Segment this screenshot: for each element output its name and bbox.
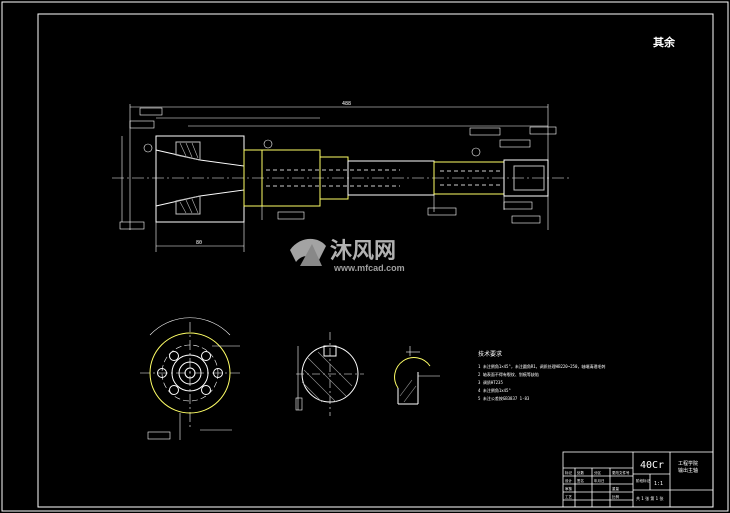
tolerance-frame-2 <box>129 120 155 129</box>
tolerance-frame-1 <box>139 107 163 116</box>
tb-cell-7: 重量 <box>612 486 620 491</box>
shaft-main-view <box>112 104 570 252</box>
tb-sheet: 共 1 张 第 1 张 <box>636 495 663 501</box>
tech-item-3: 3 调质HT235 <box>478 379 503 385</box>
hatch-5 <box>185 199 193 214</box>
tech-heading: 技术要求 <box>478 350 502 358</box>
hatch-4 <box>179 201 187 214</box>
bolt-hole-1 <box>169 351 179 361</box>
hatch-3 <box>191 142 199 159</box>
tb-row-3: 审核 <box>565 486 573 491</box>
dim-80-label: 80 <box>196 240 202 246</box>
watermark-logo-icon <box>290 238 326 266</box>
tech-requirements: 技术要求 1 未注倒角1×45°，未注圆角R1，调质处理HB220~250，轴端… <box>478 350 605 401</box>
tb-part-name-1: 工程学院 <box>678 460 698 467</box>
flange-bore-inner <box>184 367 196 379</box>
tb-cell-4: 签名 <box>577 478 584 483</box>
tolerance-frame-9 <box>511 215 541 224</box>
flange-outer-circle <box>149 332 231 414</box>
tb-cell-2: 分区 <box>594 470 602 475</box>
detail-hatch-1 <box>399 379 413 397</box>
tb-part-name-2: 输出主轴 <box>678 467 698 474</box>
tolerance-frame-7 <box>427 207 457 216</box>
hatch-1 <box>179 142 187 157</box>
tolerance-frame-5 <box>499 139 531 148</box>
hatch-2 <box>185 142 193 158</box>
detail-hatch-2 <box>403 385 417 403</box>
tolerance-frame-8 <box>503 201 533 210</box>
section-a-hatch-1 <box>307 357 347 397</box>
detail-view <box>394 346 440 405</box>
tb-cell-5: 年月日 <box>594 478 605 483</box>
bolt-hole-2 <box>201 351 211 361</box>
datum-circle-a <box>143 143 153 153</box>
section-view-a <box>295 332 364 416</box>
flange-inner-circle <box>171 354 209 392</box>
hatch-6 <box>191 198 199 214</box>
tb-row-1: 标记 <box>565 470 573 475</box>
watermark-brand: 沐风网 <box>330 238 396 263</box>
tech-item-4: 4 未注倒角1x45° <box>478 387 511 393</box>
section-a-label-box <box>295 397 303 411</box>
flange-hatch-bottom <box>175 195 201 215</box>
tolerance-frame-6 <box>277 211 305 220</box>
datum-circle-c <box>471 147 481 157</box>
bolt-hole-5 <box>213 368 223 378</box>
bolt-hole-3 <box>169 385 179 395</box>
flange-bolt-circle <box>161 344 219 402</box>
section-a-keyway <box>323 345 337 357</box>
tb-row-4: 工艺 <box>565 494 573 499</box>
section-a-hatch-3 <box>317 351 353 387</box>
section-a-hatch-2 <box>303 369 337 403</box>
datum-circle-b <box>263 139 273 149</box>
tb-material: 40Cr <box>640 460 664 471</box>
shaft-right-bore <box>513 165 545 191</box>
flange-end-view <box>140 317 240 440</box>
tech-item-2: 2 轴表面不得有裂纹、划痕等缺陷 <box>478 371 539 377</box>
tech-item-5: 5 未注公差按GB3837 1-83 <box>478 395 530 401</box>
tb-cell-3: 更改文件号 <box>612 470 630 475</box>
title-block <box>562 451 714 508</box>
section-a-hatch-4 <box>301 381 323 403</box>
flange-top-arc <box>149 317 231 336</box>
rest-note: 其余 <box>653 35 676 49</box>
tolerance-frame-3 <box>469 127 501 136</box>
bolt-hole-6 <box>157 368 167 378</box>
title-block-frame <box>562 451 714 508</box>
dim-overall-length: 488 <box>342 101 351 107</box>
tb-cell-6: 阶段标记 <box>636 478 650 483</box>
flange-hatch-top <box>175 141 201 161</box>
tb-scale: 1:1 <box>654 481 663 487</box>
tb-cell-8: 比例 <box>612 494 620 499</box>
flange-bore-circle <box>178 361 202 385</box>
flange-tolerance-frame <box>147 431 171 440</box>
watermark-url: www.mfcad.com <box>333 263 405 273</box>
detail-arc <box>394 357 431 389</box>
tolerance-frame-10 <box>119 221 145 230</box>
bolt-hole-4 <box>201 385 211 395</box>
tech-item-1: 1 未注倒角1×45°，未注圆角R1，调质处理HB220~250，轴端清理毛刺 <box>478 363 605 369</box>
tb-cell-1: 处数 <box>577 470 585 475</box>
watermark: 沐风网 www.mfcad.com <box>290 238 405 273</box>
tb-row-2: 设计 <box>565 478 573 483</box>
tolerance-frame-4 <box>529 126 557 135</box>
drawing-frame <box>37 13 714 508</box>
